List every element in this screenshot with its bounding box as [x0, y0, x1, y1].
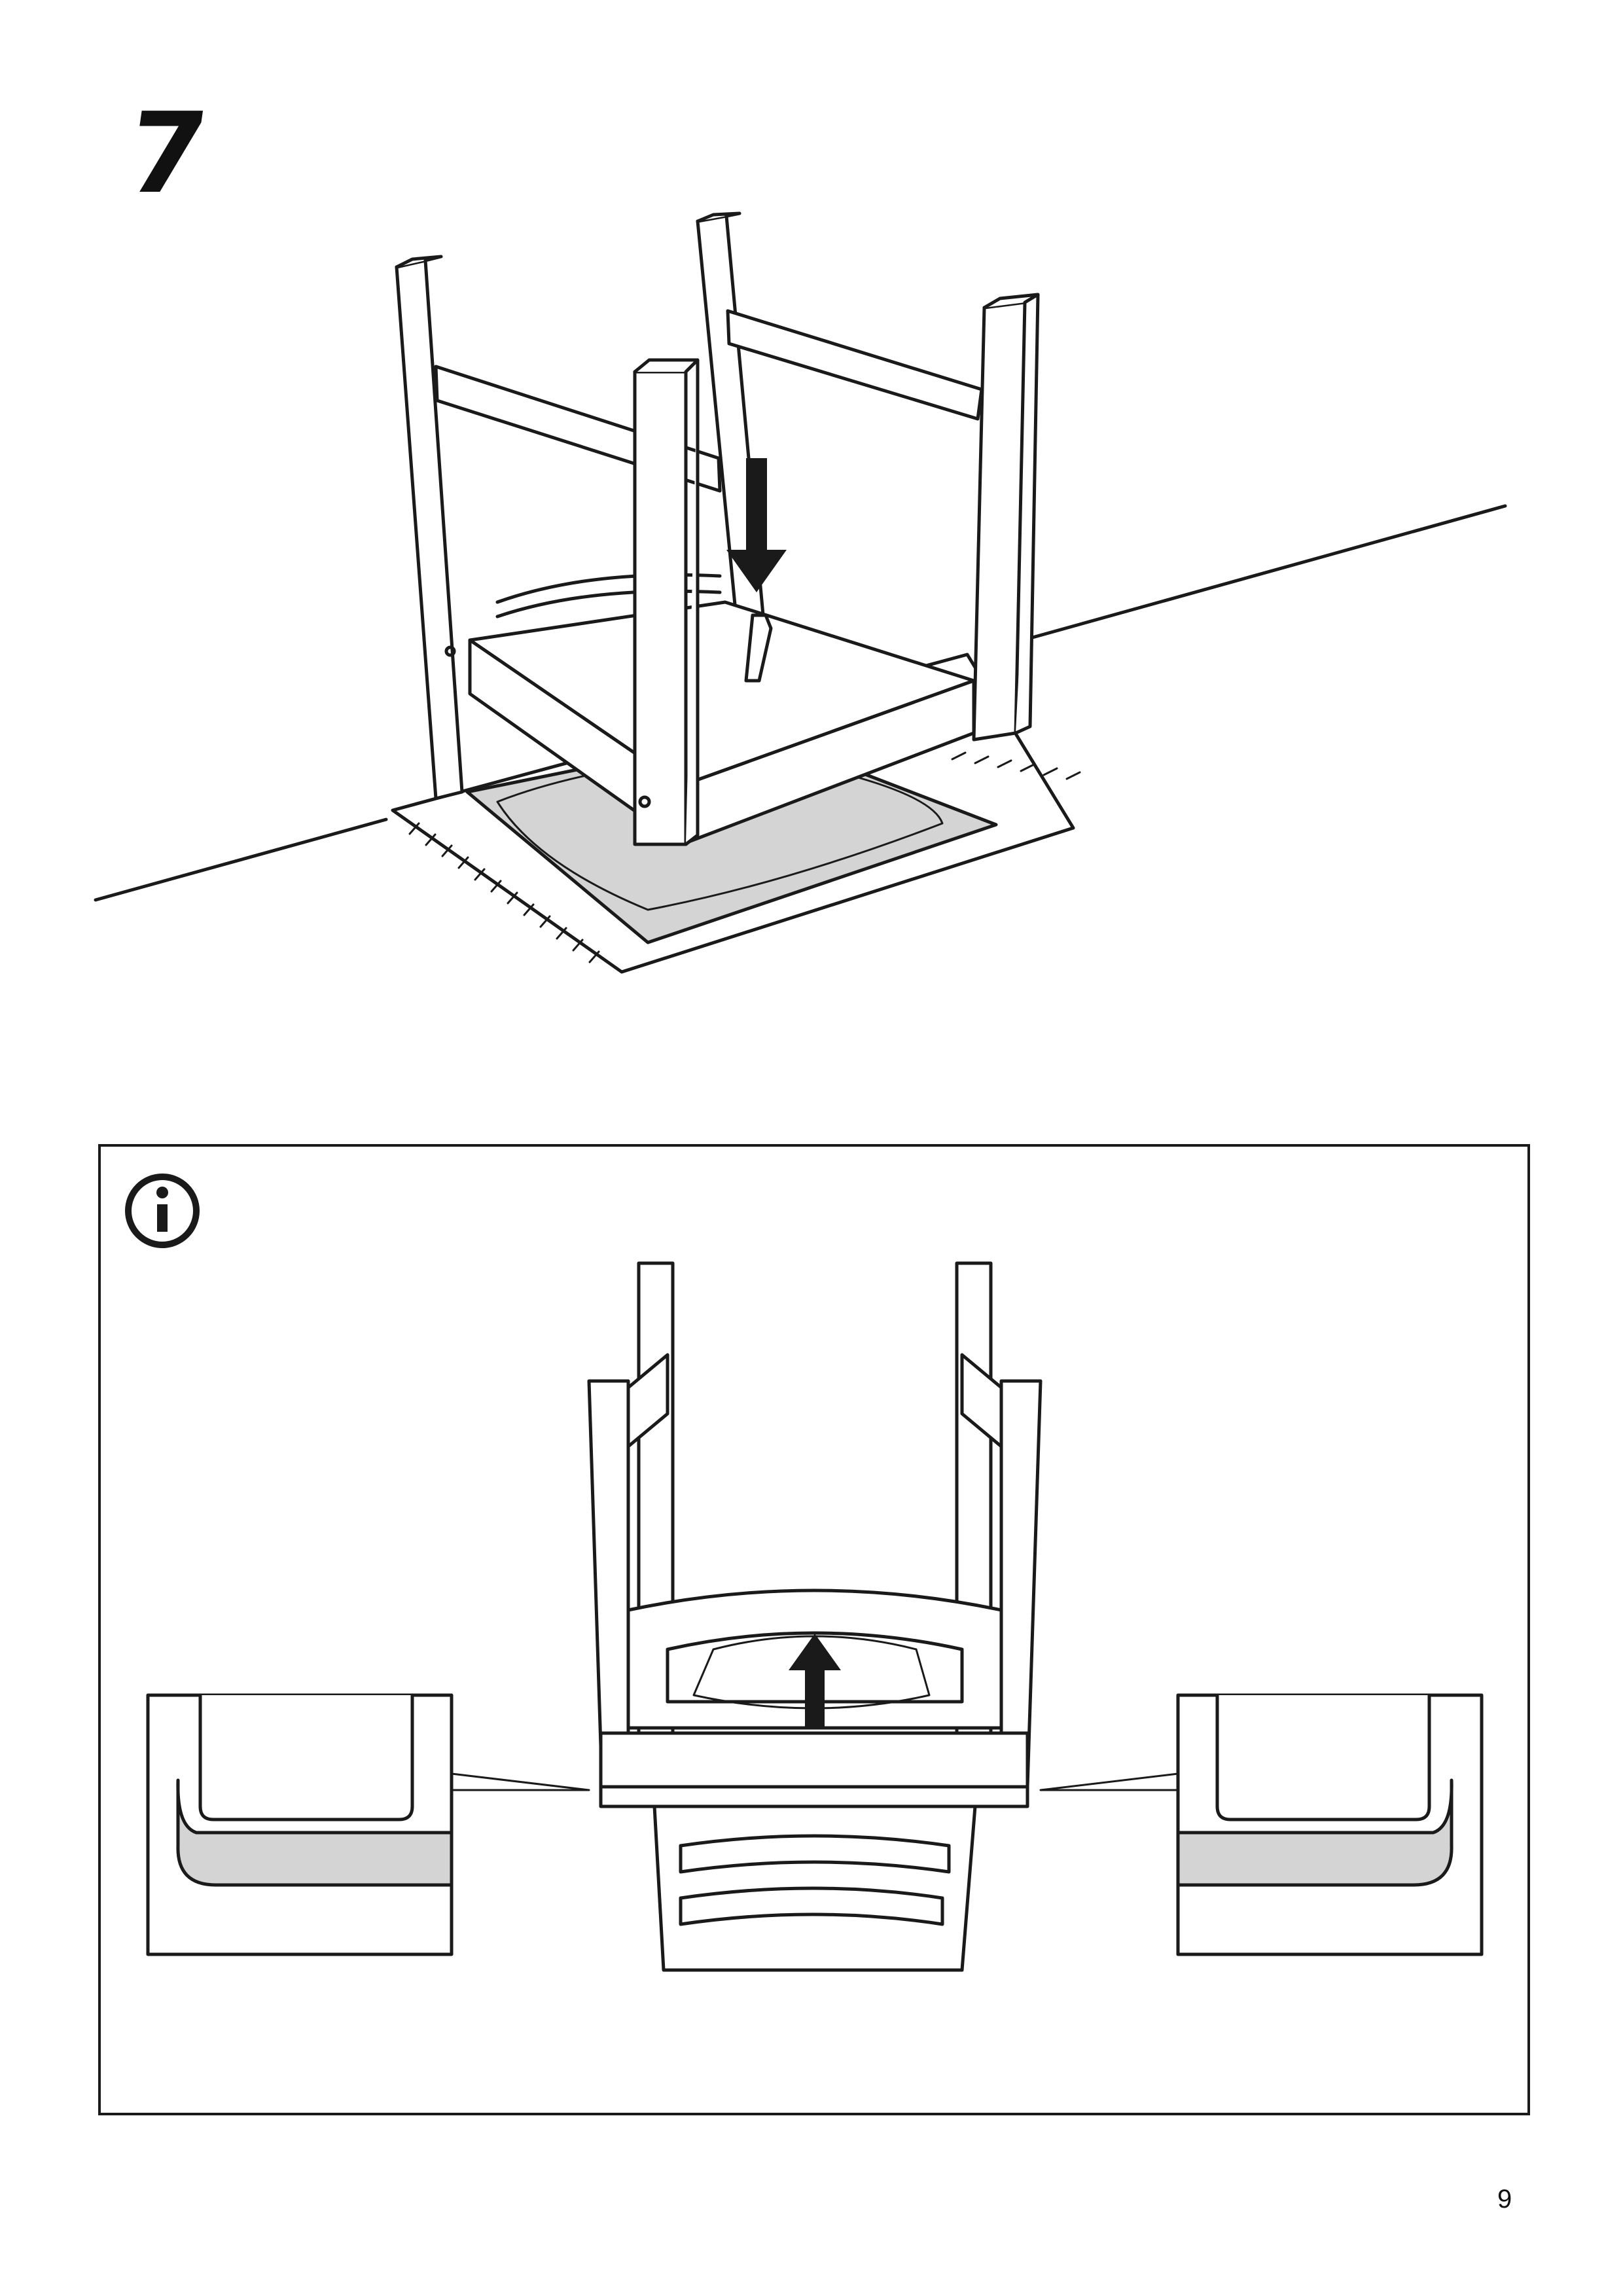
page-number: 9	[1497, 2185, 1512, 2214]
floor-line	[94, 817, 388, 902]
chair-back-leg-left	[395, 259, 464, 800]
arrow-up-icon	[789, 1634, 841, 1729]
chair-post-front-left	[587, 1379, 630, 1789]
seat-pad-edge	[599, 1785, 1029, 1808]
step-illustration	[94, 211, 1507, 974]
info-icon	[125, 1174, 200, 1248]
arrow-down-icon	[726, 458, 787, 592]
chair-post-front-right	[999, 1379, 1043, 1789]
